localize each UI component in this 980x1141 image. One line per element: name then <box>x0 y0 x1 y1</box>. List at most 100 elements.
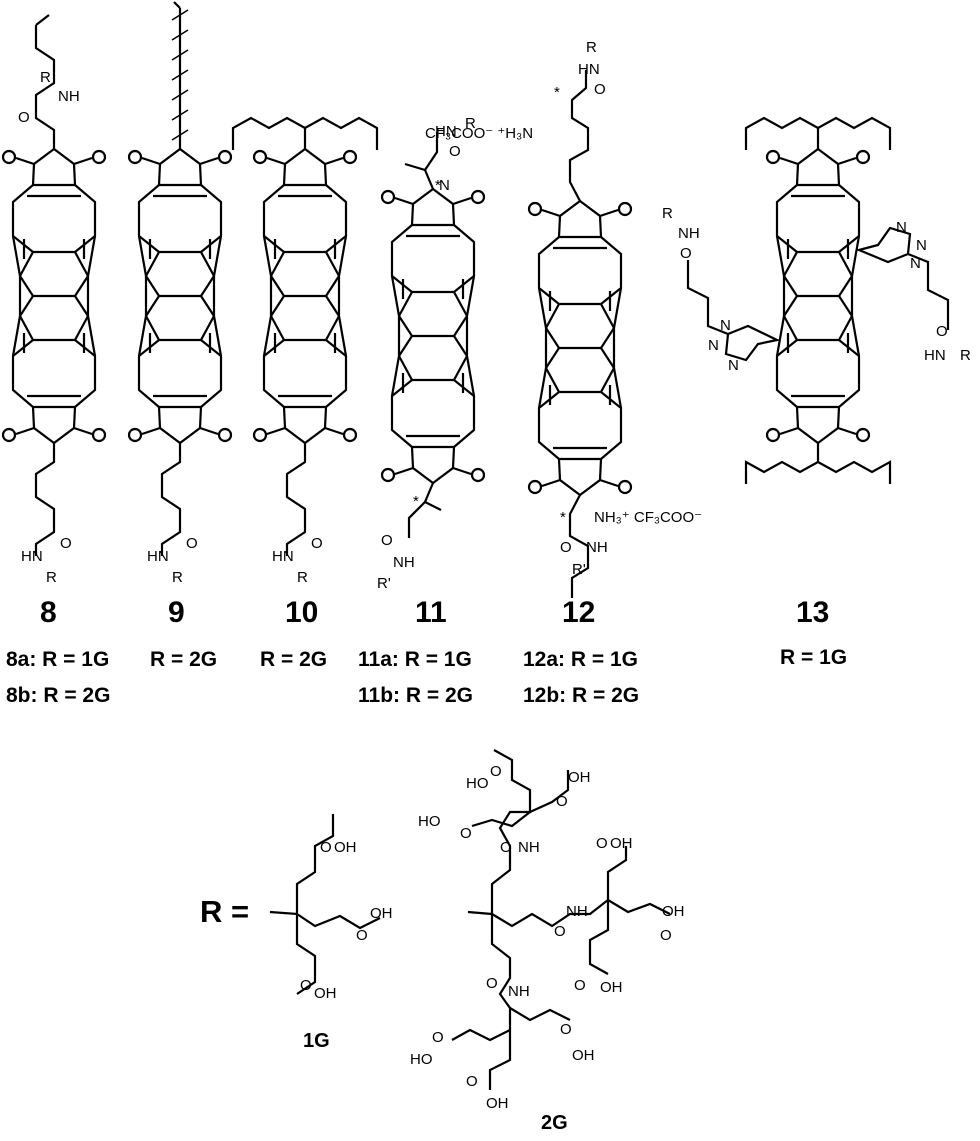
svg-text:HN: HN <box>924 347 946 364</box>
compound-9-structure: HN R O <box>127 1 233 586</box>
svg-text:O: O <box>680 245 692 262</box>
compound-number-10: 10 <box>285 596 319 629</box>
svg-text:O: O <box>320 839 332 856</box>
svg-text:N: N <box>728 357 739 374</box>
r-2g-structure <box>451 749 671 1090</box>
svg-text:HO: HO <box>418 813 441 830</box>
svg-text:R: R <box>40 69 51 86</box>
svg-text:O: O <box>594 81 606 98</box>
svg-text:*: * <box>554 84 560 101</box>
svg-text:O: O <box>449 143 461 160</box>
svg-text:R: R <box>172 569 183 586</box>
svg-text:R': R' <box>377 575 391 592</box>
svg-text:HO: HO <box>466 775 489 792</box>
svg-text:R: R <box>297 569 308 586</box>
compound-number-12: 12 <box>562 596 596 629</box>
svg-text:HN: HN <box>272 548 294 565</box>
svg-text:*: * <box>560 509 566 526</box>
g2-label: 2G <box>541 1112 568 1134</box>
svg-text:O: O <box>560 539 572 556</box>
compound-number-9: 9 <box>168 596 185 629</box>
svg-text:R: R <box>465 115 476 132</box>
variant-12a: 12a: R = 1G <box>523 648 638 671</box>
compound-13-structure: N N N O HN R N N N O NH R <box>662 116 971 484</box>
compound-number-13: 13 <box>796 596 830 629</box>
svg-text:O: O <box>60 535 72 552</box>
compound-10-structure: HN R O <box>231 116 379 586</box>
r-1g-structure <box>269 814 381 995</box>
svg-text:OH: OH <box>662 903 685 920</box>
variant-11a: 11a: R = 1G <box>358 648 472 671</box>
svg-text:O: O <box>936 323 948 340</box>
svg-text:OH: OH <box>568 769 591 786</box>
compound-12-structure: * HN R O CF₃COO⁻ ⁺H₃N * NH₃⁺ CF₃COO⁻ O N… <box>425 39 702 598</box>
svg-text:OH: OH <box>370 905 393 922</box>
svg-text:O: O <box>574 977 586 994</box>
compound-number-8: 8 <box>40 596 57 629</box>
svg-text:O: O <box>596 835 608 852</box>
svg-text:OH: OH <box>610 835 633 852</box>
svg-text:OH: OH <box>600 979 623 996</box>
svg-text:OH: OH <box>314 985 337 1002</box>
svg-text:NH: NH <box>393 554 415 571</box>
svg-text:O: O <box>486 975 498 992</box>
r-equals-label: R = <box>200 894 250 929</box>
svg-text:O: O <box>186 535 198 552</box>
svg-text:NH: NH <box>58 88 80 105</box>
svg-text:NH₃⁺ CF₃COO⁻: NH₃⁺ CF₃COO⁻ <box>594 509 702 526</box>
variant-13: R = 1G <box>780 646 848 669</box>
variant-8a: 8a: R = 1G <box>6 648 110 671</box>
variant-11b: 11b: R = 2G <box>358 684 473 707</box>
svg-text:O: O <box>466 1073 478 1090</box>
svg-text:*: * <box>413 493 419 510</box>
svg-text:R': R' <box>572 561 586 578</box>
compound-number-11: 11 <box>415 596 447 629</box>
svg-text:HN: HN <box>578 61 600 78</box>
svg-text:O: O <box>500 839 512 856</box>
svg-text:O: O <box>381 532 393 549</box>
compound-8-structure: R NH O HN R O <box>1 14 107 586</box>
svg-text:O: O <box>300 977 312 994</box>
svg-text:O: O <box>660 927 672 944</box>
svg-text:O: O <box>556 793 568 810</box>
svg-text:N: N <box>439 177 450 194</box>
svg-text:R: R <box>662 205 673 222</box>
svg-text:O: O <box>460 825 472 842</box>
svg-text:NH: NH <box>586 539 608 556</box>
svg-text:N: N <box>896 219 907 236</box>
svg-text:NH: NH <box>508 983 530 1000</box>
svg-text:CF₃COO⁻ ⁺H₃N: CF₃COO⁻ ⁺H₃N <box>425 125 533 142</box>
svg-text:HO: HO <box>410 1051 433 1068</box>
variant-12b: 12b: R = 2G <box>523 684 640 707</box>
svg-text:NH: NH <box>566 903 588 920</box>
svg-text:*: * <box>435 177 441 194</box>
svg-text:O: O <box>554 923 566 940</box>
compound-11-structure: * * N HN R O O NH R' <box>377 115 486 592</box>
svg-text:OH: OH <box>486 1095 509 1112</box>
svg-text:R: R <box>960 347 971 364</box>
svg-text:O: O <box>311 535 323 552</box>
svg-text:OH: OH <box>334 839 357 856</box>
svg-text:N: N <box>708 337 719 354</box>
variant-10: R = 2G <box>260 648 328 671</box>
svg-text:R: R <box>46 569 57 586</box>
svg-text:N: N <box>916 237 927 254</box>
svg-text:O: O <box>490 763 502 780</box>
svg-text:O: O <box>432 1029 444 1046</box>
variant-9: R = 2G <box>150 648 218 671</box>
svg-text:R: R <box>586 39 597 56</box>
svg-text:HN: HN <box>147 548 169 565</box>
svg-text:O: O <box>18 109 30 126</box>
svg-text:N: N <box>910 255 921 272</box>
variant-8b: 8b: R = 2G <box>6 684 111 707</box>
svg-text:O: O <box>560 1021 572 1038</box>
svg-text:HN: HN <box>21 548 43 565</box>
svg-text:NH: NH <box>518 839 540 856</box>
svg-text:N: N <box>720 317 731 334</box>
g1-label: 1G <box>303 1030 330 1052</box>
svg-text:OH: OH <box>572 1047 595 1064</box>
svg-text:HN: HN <box>435 123 457 140</box>
